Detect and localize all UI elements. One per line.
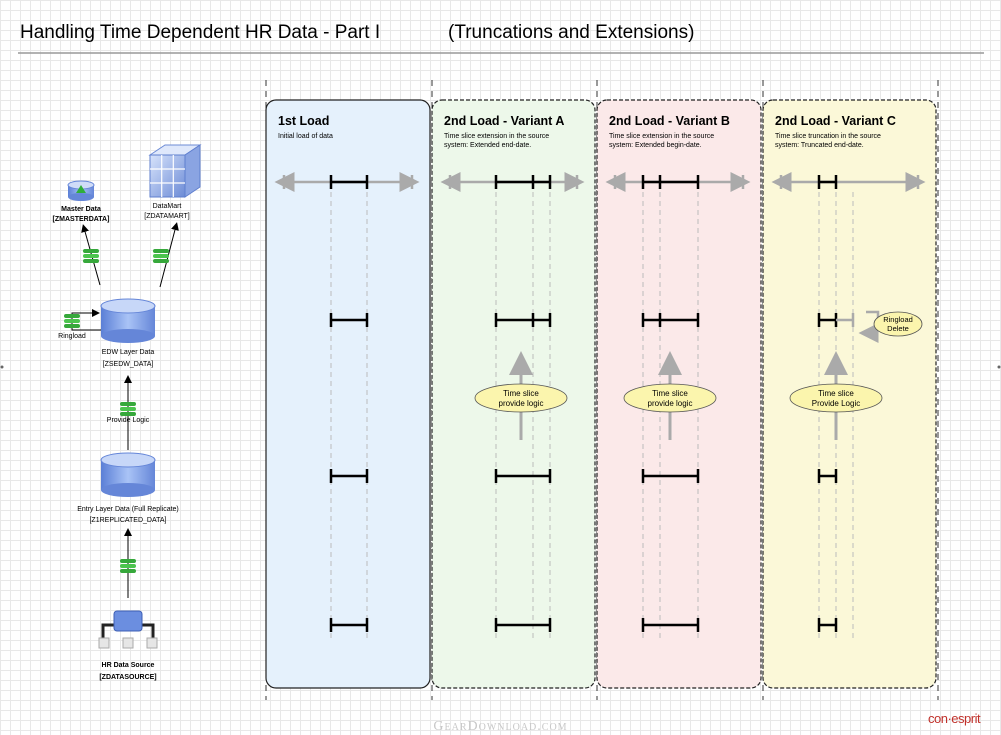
edge-marker-right	[997, 365, 1001, 369]
datamart-node: DataMart [ZDATAMART]	[144, 144, 202, 220]
column-description: Time slice extension in the source	[609, 133, 714, 140]
bubble-text: Provide Logic	[812, 399, 860, 408]
bubble-text: Time slice	[503, 389, 539, 398]
bubble-text: provide logic	[499, 399, 544, 408]
edge-marker-left	[0, 365, 4, 369]
bubble-text: Ringload	[883, 315, 913, 324]
datasource-label: HR Data Source	[102, 662, 155, 669]
provide-logic-bubble	[623, 383, 717, 413]
edw-label: EDW Layer Data	[102, 349, 155, 356]
edw-code: [ZSEDW_DATA]	[103, 361, 154, 368]
bubble-text: provide logic	[648, 399, 693, 408]
transform-icon-source	[120, 559, 136, 573]
column-description: system: Extended begin-date.	[609, 142, 702, 149]
entry-label: Entry Layer Data (Full Replicate)	[77, 506, 179, 513]
bubble-text: Time slice	[652, 389, 688, 398]
bubble-text: Time slice	[818, 389, 854, 398]
entry-code: [Z1REPLICATED_DATA]	[89, 517, 166, 524]
datamart-label: DataMart	[153, 203, 182, 210]
datasource-code: [ZDATASOURCE]	[99, 674, 156, 681]
datamart-code: [ZDATAMART]	[144, 213, 190, 220]
entry-layer-node: Entry Layer Data (Full Replicate) [Z1REP…	[77, 452, 179, 524]
ringload-label: Ringload	[58, 333, 86, 340]
database-icon	[100, 452, 156, 497]
master-data-label: Master Data	[61, 206, 101, 213]
cube-icon	[148, 144, 202, 198]
provide-logic-bubble	[789, 383, 883, 413]
ringload-delete-bubble	[873, 311, 923, 337]
page-subtitle: (Truncations and Extensions)	[448, 22, 694, 43]
column-description: Initial load of data	[278, 133, 333, 140]
column-title: 2nd Load - Variant A	[444, 114, 564, 128]
column-title: 1st Load	[278, 114, 329, 128]
database-icon	[67, 180, 95, 201]
provide-logic-bubble	[474, 383, 568, 413]
bubble-text: Delete	[887, 324, 909, 333]
column-description: Time slice truncation in the source	[775, 133, 881, 140]
column-description: system: Truncated end-date.	[775, 142, 864, 149]
master-data-code: [ZMASTERDATA]	[53, 216, 110, 223]
column-title: 2nd Load - Variant C	[775, 114, 896, 128]
transform-icon-provide	[120, 402, 136, 416]
page-title: Handling Time Dependent HR Data - Part I	[20, 22, 380, 43]
column-description: system: Extended end-date.	[444, 142, 531, 149]
column-title: 2nd Load - Variant B	[609, 114, 730, 128]
transform-icon-master	[83, 249, 99, 263]
datasource-icon	[98, 610, 158, 649]
brand-logo: con·esprit	[928, 711, 981, 726]
hr-datasource-node: HR Data Source [ZDATASOURCE]	[98, 610, 158, 681]
ringload-loop: Ringload	[58, 309, 101, 340]
transform-icon-datamart	[153, 249, 169, 263]
master-data-node: Master Data [ZMASTERDATA]	[53, 180, 110, 223]
database-icon	[100, 298, 156, 343]
column-panel	[265, 99, 431, 689]
column-description: Time slice extension in the source	[444, 133, 549, 140]
edw-layer-node: EDW Layer Data [ZSEDW_DATA]	[100, 298, 156, 368]
provide-logic-label: Provide Logic	[107, 417, 150, 424]
watermark: GearDownload.com	[433, 719, 568, 734]
